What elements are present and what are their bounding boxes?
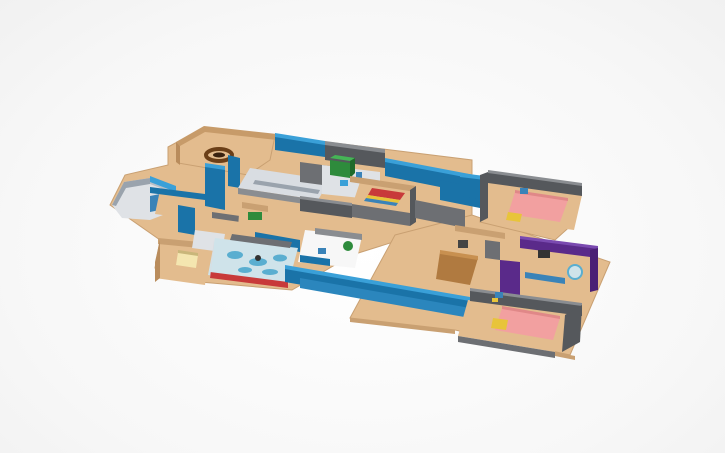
left-rooms[interactable] bbox=[150, 187, 268, 240]
bedroom-north[interactable] bbox=[480, 170, 582, 230]
pool-room[interactable] bbox=[208, 234, 298, 288]
purple-room[interactable] bbox=[500, 236, 598, 298]
wall-icon bbox=[275, 135, 325, 157]
office-room[interactable] bbox=[436, 225, 505, 285]
rug-icon bbox=[204, 147, 234, 163]
bed-icon bbox=[508, 192, 568, 222]
ramp-icon bbox=[253, 180, 320, 194]
box-icon bbox=[330, 160, 350, 178]
pool-icon bbox=[227, 251, 243, 259]
counter-icon bbox=[368, 188, 405, 200]
gray-wall-center bbox=[300, 196, 465, 228]
center-courtyard[interactable] bbox=[298, 228, 362, 268]
octagon-wall bbox=[176, 126, 277, 146]
east-slab-edge bbox=[350, 318, 575, 360]
small-bath[interactable] bbox=[155, 230, 225, 285]
lower-corridor[interactable] bbox=[285, 265, 470, 318]
kitchen-room[interactable] bbox=[350, 176, 416, 226]
sofa-icon bbox=[176, 252, 198, 268]
gallery-room[interactable] bbox=[238, 162, 330, 206]
octagon-room[interactable] bbox=[176, 126, 277, 176]
lamp-icon bbox=[567, 264, 583, 280]
octagon-wall-front bbox=[176, 142, 180, 165]
desk-icon bbox=[436, 252, 478, 285]
bedroom-south[interactable] bbox=[458, 288, 582, 358]
